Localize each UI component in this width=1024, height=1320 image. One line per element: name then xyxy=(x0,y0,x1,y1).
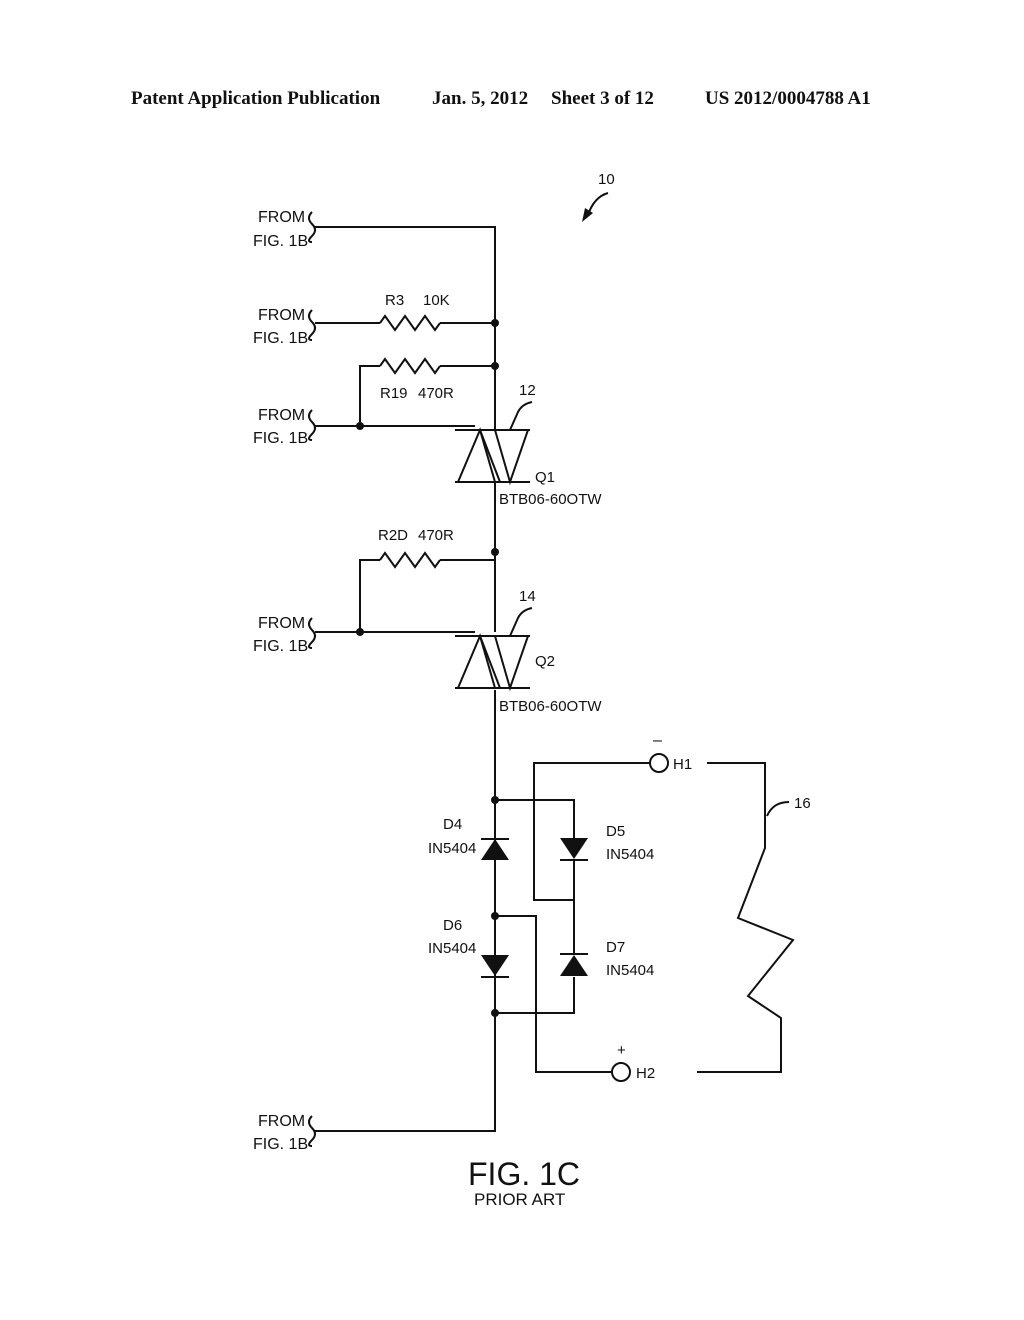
header-number: US 2012/0004788 A1 xyxy=(705,88,871,109)
triac-q2-name: Q2 xyxy=(535,653,555,670)
diode-d5-part: IN5404 xyxy=(606,846,654,863)
heater-ref: 16 xyxy=(794,795,811,812)
terminal-h1-polarity: – xyxy=(653,732,662,749)
input-2: FROM FIG. 1B xyxy=(253,307,316,347)
diode-d6-part: IN5404 xyxy=(428,940,476,957)
resistor-r19-value: 470R xyxy=(418,385,454,402)
diode-d6: D6 IN5404 xyxy=(428,916,509,1013)
resistor-r19: R19 470R xyxy=(379,357,454,402)
resistor-r19-name: R19 xyxy=(380,385,408,402)
triac-q1-ref: 12 xyxy=(519,382,536,399)
resistor-r2d: R2D 470R xyxy=(378,527,454,569)
circuit-ref: 10 xyxy=(582,171,615,222)
terminal-h2-polarity: + xyxy=(617,1042,626,1059)
input-3: FROM FIG. 1B xyxy=(253,407,316,447)
input-4: FROM FIG. 1B xyxy=(253,615,316,655)
input-1-line2: FIG. 1B xyxy=(253,233,308,250)
circuit-ref-number: 10 xyxy=(598,171,615,188)
triac-q1-name: Q1 xyxy=(535,469,555,486)
figure-title: FIG. 1C xyxy=(468,1156,580,1192)
terminal-h2: + H2 xyxy=(611,1042,655,1082)
input-1-line1: FROM xyxy=(258,209,305,226)
resistor-r2d-value: 470R xyxy=(418,527,454,544)
diode-d7-part: IN5404 xyxy=(606,962,654,979)
junction-dots xyxy=(356,319,499,1017)
diode-d6-name: D6 xyxy=(443,917,462,934)
input-5-line2: FIG. 1B xyxy=(253,1136,308,1153)
triac-q2-part: BTB06-60OTW xyxy=(499,698,602,715)
resistor-r3: R3 10K xyxy=(379,292,450,332)
triac-q2-ref: 14 xyxy=(519,588,536,605)
terminal-h2-name: H2 xyxy=(636,1065,655,1082)
header-date: Jan. 5, 2012 xyxy=(432,88,529,109)
triac-q1-part: BTB06-60OTW xyxy=(499,491,602,508)
heater-element: 16 xyxy=(697,762,811,1073)
input-2-line1: FROM xyxy=(258,307,305,324)
input-2-line2: FIG. 1B xyxy=(253,330,308,347)
resistor-r3-name: R3 xyxy=(385,292,404,309)
diode-d7: D7 IN5404 xyxy=(560,939,654,979)
figure-subtitle: PRIOR ART xyxy=(474,1190,565,1209)
diode-d4-name: D4 xyxy=(443,816,462,833)
triac-q1: 12 Q1 BTB06-60OTW xyxy=(455,382,602,508)
diode-d5-name: D5 xyxy=(606,823,625,840)
header-publication: Patent Application Publication xyxy=(131,88,381,109)
diode-d5: D5 IN5404 xyxy=(560,823,654,863)
terminal-h1: – H1 xyxy=(649,732,692,773)
input-4-brace xyxy=(308,617,316,649)
resistor-r3-value: 10K xyxy=(423,292,450,309)
diode-d7-name: D7 xyxy=(606,939,625,956)
input-4-line1: FROM xyxy=(258,615,305,632)
header-sheet: Sheet 3 of 12 xyxy=(551,88,654,109)
input-1-brace xyxy=(308,211,316,243)
diode-d4-part: IN5404 xyxy=(428,840,476,857)
terminal-h1-name: H1 xyxy=(673,756,692,773)
diode-d4: D4 IN5404 xyxy=(428,800,509,916)
input-3-line2: FIG. 1B xyxy=(253,430,308,447)
main-wires xyxy=(315,226,650,1132)
input-5: FROM FIG. 1B xyxy=(253,1113,316,1153)
input-1: FROM FIG. 1B xyxy=(253,209,316,250)
input-3-line1: FROM xyxy=(258,407,305,424)
input-3-brace xyxy=(308,409,316,441)
input-2-brace xyxy=(308,309,316,341)
input-5-brace xyxy=(308,1115,316,1147)
input-4-line2: FIG. 1B xyxy=(253,638,308,655)
resistor-r2d-name: R2D xyxy=(378,527,408,544)
triac-q2: 14 Q2 BTB06-60OTW xyxy=(455,588,602,715)
input-5-line1: FROM xyxy=(258,1113,305,1130)
